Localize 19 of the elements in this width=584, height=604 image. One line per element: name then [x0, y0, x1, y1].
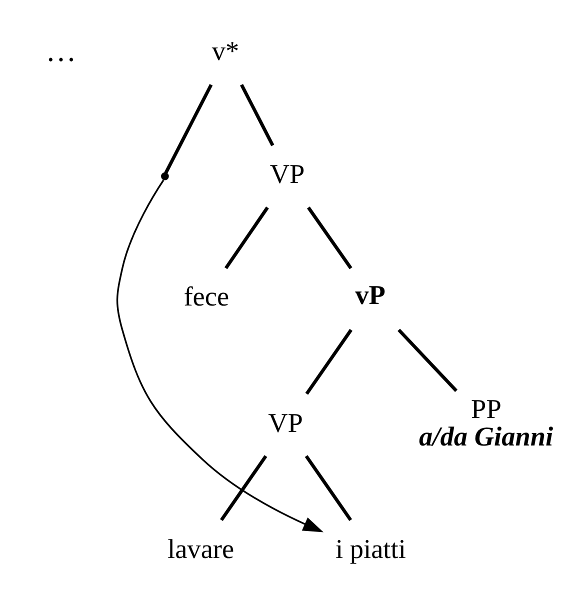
connector [307, 206, 352, 269]
connector [304, 454, 352, 520]
node-text: fece [184, 281, 230, 312]
node-text: i piatti [335, 533, 406, 564]
connector [305, 328, 352, 394]
node-text: vP [355, 279, 386, 310]
node-text: lavare [168, 533, 234, 564]
connector [240, 83, 274, 146]
node-text: VP [268, 407, 303, 438]
connector [220, 454, 268, 520]
node-point [161, 172, 169, 180]
connector [398, 328, 458, 392]
connector [224, 206, 269, 269]
connector [164, 83, 213, 174]
node-text: PP a/da Gianni [419, 394, 554, 451]
label: … [46, 34, 76, 68]
arrow [116, 179, 324, 532]
node-text: v* [212, 36, 240, 66]
node-text: VP [270, 158, 305, 188]
